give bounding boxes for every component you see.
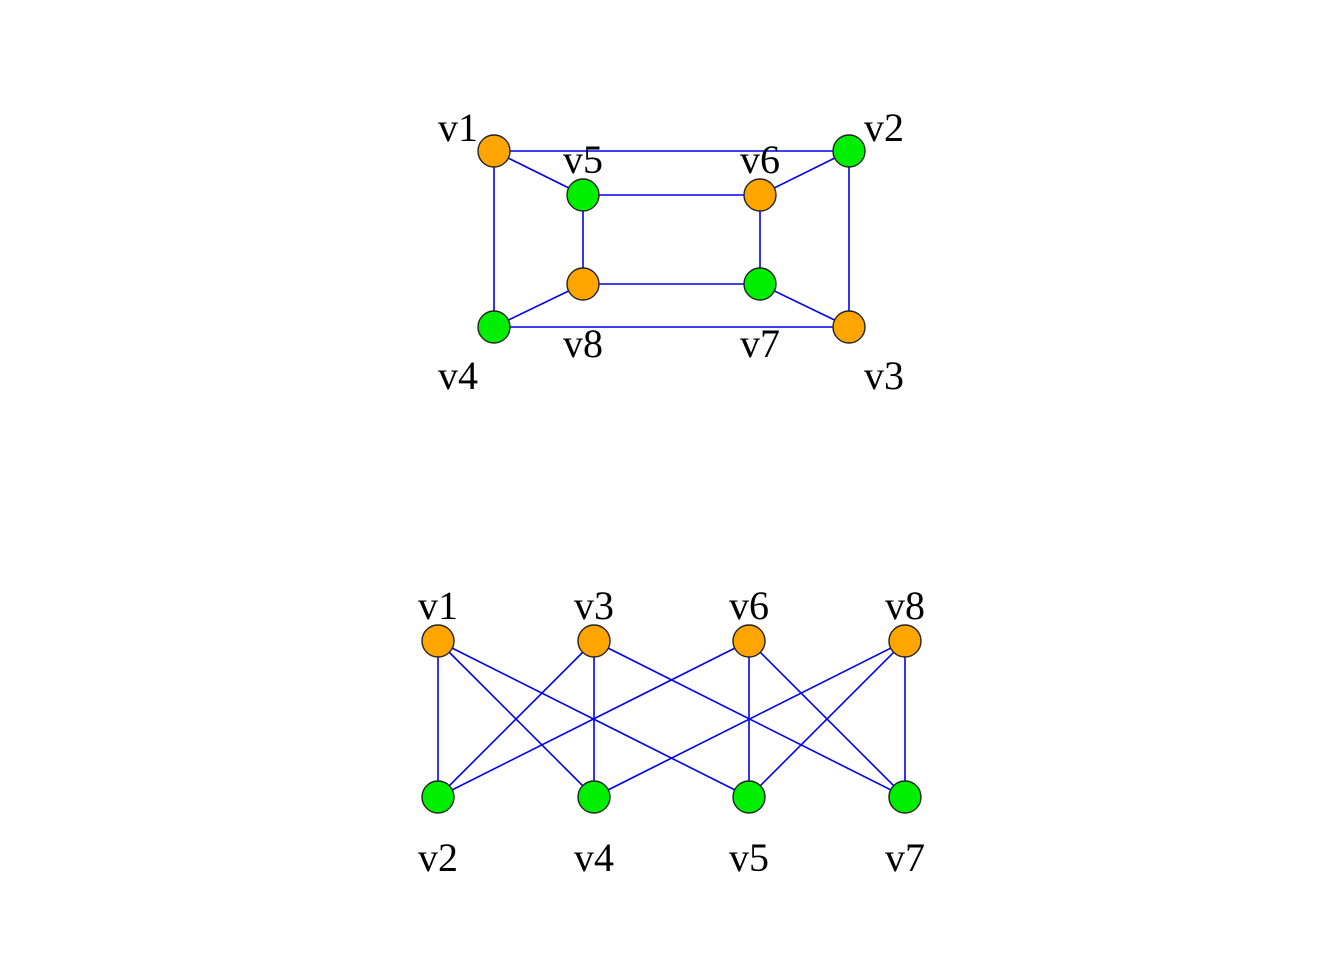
node-label-v5: v5 bbox=[563, 137, 603, 182]
cube-graph-labels: v1 v2 v3 v4 v5 v6 v7 v8 bbox=[438, 105, 904, 398]
node-v1 bbox=[421, 624, 455, 658]
node-label-v6: v6 bbox=[729, 583, 769, 628]
node-v1 bbox=[477, 134, 511, 168]
node-v2 bbox=[832, 134, 866, 168]
bipartite-graph-labels: v1 v3 v6 v8 v2 v4 v5 v7 bbox=[418, 583, 925, 880]
node-label-v4: v4 bbox=[574, 835, 614, 880]
node-label-v3: v3 bbox=[864, 353, 904, 398]
bipartite-graph-edges bbox=[437, 640, 906, 798]
node-label-v1: v1 bbox=[438, 105, 478, 150]
node-v3 bbox=[832, 310, 866, 344]
edge-v6-v2 bbox=[437, 640, 750, 798]
edge-v8-v4 bbox=[593, 640, 906, 798]
node-v6 bbox=[743, 178, 777, 212]
node-label-v4: v4 bbox=[438, 353, 478, 398]
node-label-v2: v2 bbox=[864, 105, 904, 150]
cube-graph-nodes bbox=[477, 134, 866, 344]
node-label-v7: v7 bbox=[740, 321, 780, 366]
node-v4 bbox=[477, 310, 511, 344]
node-label-v5: v5 bbox=[729, 835, 769, 880]
bipartite-graph-nodes bbox=[421, 624, 922, 814]
node-label-v6: v6 bbox=[740, 137, 780, 182]
node-label-v2: v2 bbox=[418, 835, 458, 880]
edge-v8-v5 bbox=[748, 640, 906, 798]
edge-v3-v2 bbox=[437, 640, 595, 798]
node-label-v8: v8 bbox=[563, 321, 603, 366]
node-label-v1: v1 bbox=[418, 583, 458, 628]
node-v8 bbox=[566, 267, 600, 301]
node-v2 bbox=[421, 780, 455, 814]
node-label-v8: v8 bbox=[885, 583, 925, 628]
node-v5 bbox=[566, 178, 600, 212]
cube-graph-edges bbox=[493, 150, 850, 328]
cube-graph: v1 v2 v3 v4 v5 v6 v7 v8 bbox=[438, 105, 904, 398]
node-v6 bbox=[732, 624, 766, 658]
node-v4 bbox=[577, 780, 611, 814]
node-label-v7: v7 bbox=[885, 835, 925, 880]
node-v7 bbox=[743, 267, 777, 301]
bipartite-graph: v1 v3 v6 v8 v2 v4 v5 v7 bbox=[418, 583, 925, 880]
node-v7 bbox=[888, 780, 922, 814]
node-v8 bbox=[888, 624, 922, 658]
node-v5 bbox=[732, 780, 766, 814]
node-label-v3: v3 bbox=[574, 583, 614, 628]
node-v3 bbox=[577, 624, 611, 658]
